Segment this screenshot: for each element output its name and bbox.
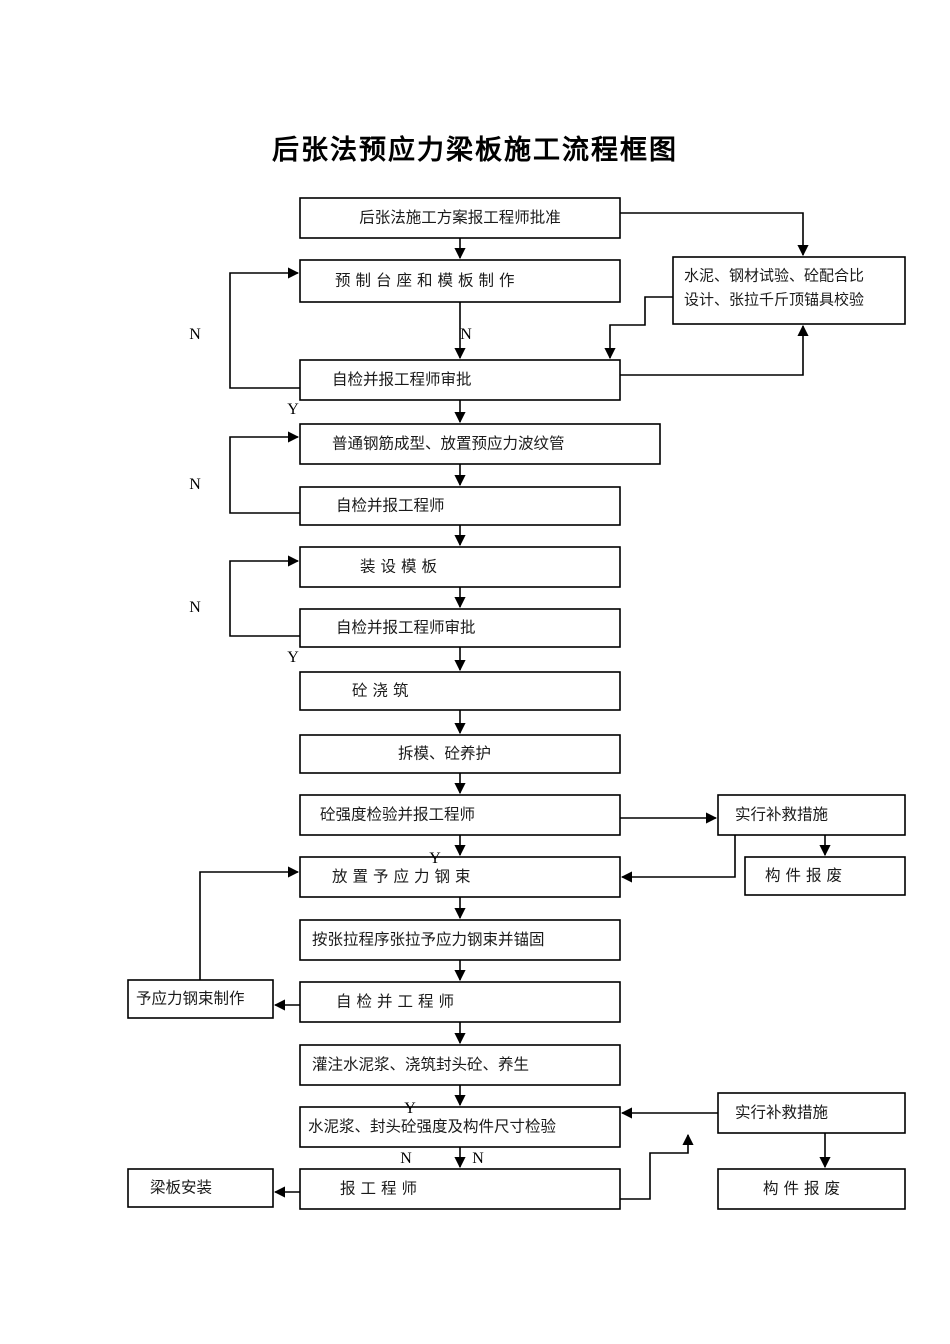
branch-label-n-2: N: [460, 326, 472, 343]
node-n16[interactable]: 自检并工程师: [299, 981, 621, 1023]
node-n1[interactable]: 后张法施工方案报工程师批准: [299, 197, 621, 239]
node-label-n2: 预制台座和模板制作: [335, 272, 520, 290]
node-n2[interactable]: 预制台座和模板制作: [299, 259, 621, 303]
branch-label-n-3: N: [189, 476, 201, 493]
node-label-n16: 自检并工程师: [336, 993, 459, 1011]
node-label-n6: 自检并报工程师: [336, 497, 445, 515]
node-label-n20: 实行补救措施: [735, 1104, 828, 1122]
edge-n21-n20: [620, 1133, 694, 1200]
node-label-n12: 实行补救措施: [735, 806, 828, 824]
page-title: 后张法预应力梁板施工流程框图: [272, 135, 678, 166]
edge-n6-n5-feedback: [229, 431, 300, 514]
node-n13[interactable]: 放置予应力钢束: [299, 856, 621, 898]
branch-labels-layer: N N Y N N Y Y Y N N: [189, 326, 484, 1167]
node-label-n18: 灌注水泥浆、浇筑封头砼、养生: [312, 1056, 529, 1074]
edge-n4-n2-feedback: [229, 267, 300, 389]
node-n18[interactable]: 灌注水泥浆、浇筑封头砼、养生: [299, 1044, 621, 1086]
node-n21[interactable]: 报工程师: [299, 1168, 621, 1210]
edge-n4-n3: [620, 324, 809, 376]
node-n20[interactable]: 实行补救措施: [717, 1092, 906, 1134]
node-label-n11: 砼强度检验并报工程师: [320, 806, 475, 824]
node-n9[interactable]: 砼浇筑: [299, 671, 621, 711]
node-n12[interactable]: 实行补救措施: [717, 794, 906, 836]
node-n6[interactable]: 自检并报工程师: [299, 486, 621, 526]
node-label-n23: 构件报废: [763, 1180, 845, 1198]
node-n3[interactable]: 水泥、钢材试验、砼配合比 设计、张拉千斤顶锚具校验: [672, 256, 906, 325]
node-label-n3-line1: 水泥、钢材试验、砼配合比: [684, 267, 864, 284]
branch-label-y-1: Y: [287, 401, 299, 418]
node-n8[interactable]: 自检并报工程师审批: [299, 608, 621, 648]
node-n23[interactable]: 构件报废: [717, 1168, 906, 1210]
node-n15[interactable]: 按张拉程序张拉予应力钢束并锚固: [299, 919, 621, 961]
node-label-n14: 构件报废: [765, 867, 847, 885]
node-label-n10: 拆模、砼养护: [398, 745, 491, 763]
node-n4[interactable]: 自检并报工程师审批: [299, 359, 621, 401]
node-n11[interactable]: 砼强度检验并报工程师: [299, 794, 621, 836]
edge-n17-n13: [199, 866, 300, 980]
node-label-n5: 普通钢筋成型、放置预应力波纹管: [332, 434, 565, 453]
node-label-n8: 自检并报工程师审批: [336, 619, 476, 637]
node-label-n7: 装设模板: [360, 558, 442, 576]
edges-layer: [199, 212, 831, 1200]
nodes-layer: 后张法施工方案报工程师批准 预制台座和模板制作 水泥、钢材试验、砼配合比 设计、…: [127, 197, 906, 1210]
node-label-n19: 水泥浆、封头砼强度及构件尺寸检验: [308, 1118, 557, 1136]
node-n17[interactable]: 予应力钢束制作: [127, 979, 274, 1019]
node-label-n1: 后张法施工方案报工程师批准: [359, 209, 561, 227]
node-n5[interactable]: 普通钢筋成型、放置预应力波纹管: [299, 423, 661, 465]
edge-n3-n4: [604, 296, 673, 360]
node-n10[interactable]: 拆模、砼养护: [299, 734, 621, 774]
node-label-n3-line2: 设计、张拉千斤顶锚具校验: [684, 291, 864, 308]
node-n7[interactable]: 装设模板: [299, 546, 621, 588]
node-label-n9: 砼浇筑: [352, 682, 414, 700]
node-label-n21: 报工程师: [340, 1180, 422, 1198]
node-label-n22: 梁板安装: [150, 1179, 212, 1197]
branch-label-n-4: N: [189, 599, 201, 616]
branch-label-y-4: Y: [404, 1100, 416, 1117]
edge-n1-n3: [620, 212, 809, 257]
node-label-n13: 放置予应力钢束: [332, 867, 476, 886]
node-label-n17: 予应力钢束制作: [136, 989, 245, 1008]
node-label-n4: 自检并报工程师审批: [332, 371, 472, 389]
node-n14[interactable]: 构件报废: [744, 856, 906, 896]
branch-label-n-1: N: [189, 326, 201, 343]
branch-label-n-6: N: [472, 1150, 484, 1167]
node-n19[interactable]: 水泥浆、封头砼强度及构件尺寸检验: [299, 1106, 621, 1148]
branch-label-n-5: N: [400, 1150, 412, 1167]
node-n22[interactable]: 梁板安装: [127, 1168, 274, 1208]
edge-n12-n13: [620, 835, 736, 883]
edge-n8-n7-feedback: [229, 555, 300, 637]
branch-label-y-2: Y: [287, 649, 299, 666]
branch-label-y-3: Y: [429, 850, 441, 867]
node-label-n15: 按张拉程序张拉予应力钢束并锚固: [312, 930, 545, 949]
